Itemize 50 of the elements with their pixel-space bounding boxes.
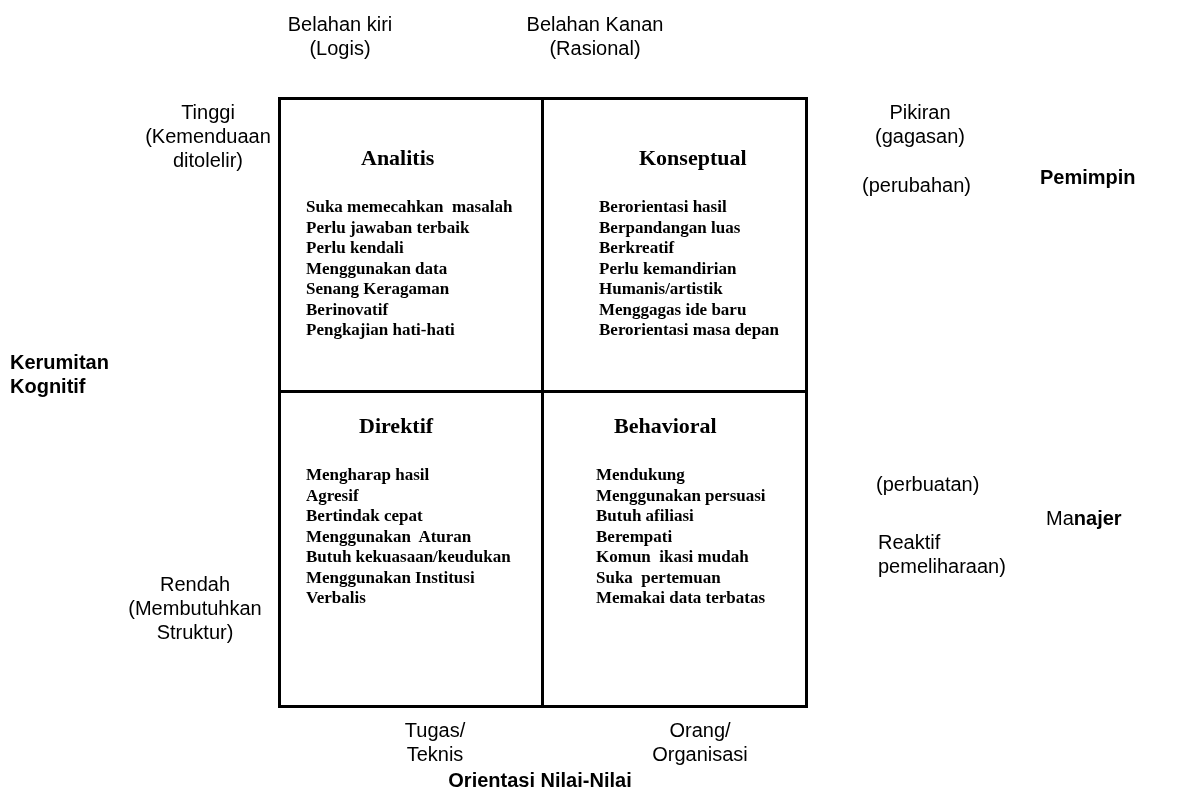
trait-text: Berkreatif (599, 238, 675, 258)
trait-text: Komun ikasi mudah (596, 547, 749, 567)
trait-text: Mengharap hasil (306, 465, 430, 485)
trait-text: Butuh afiliasi (596, 506, 694, 526)
quadrant-title: Direktif (359, 413, 434, 439)
axis-label: Belahan Kanan (Rasional) (525, 12, 665, 60)
trait-text: Berpandangan luas (599, 217, 741, 238)
trait-text: Menggunakan Institusi (306, 567, 475, 588)
trait-text: Berinovatif (306, 299, 389, 320)
quadrant-box (278, 97, 544, 393)
axis-label: Manajer (1046, 506, 1123, 530)
trait-text: Berorientasi hasil (599, 197, 727, 217)
quadrant-title: Behavioral (614, 413, 717, 439)
quadrant-title: Konseptual (639, 145, 747, 171)
trait-text: Menggagas ide baru (599, 299, 747, 320)
trait-text: Verbalis (306, 588, 366, 608)
trait-text: Suka memecahkan masalah (306, 197, 513, 217)
axis-label: (perubahan) (862, 173, 972, 197)
axis-label: Orientasi Nilai-Nilai (447, 768, 633, 792)
trait-text: Berorientasi masa depan (599, 320, 780, 340)
trait-text: Senang Keragaman (306, 279, 450, 299)
axis-label: (perbuatan) (876, 472, 981, 496)
trait-text: Pengkajian hati-hati (306, 320, 455, 340)
trait-text: Suka pertemuan (596, 567, 721, 588)
quadrant-box (541, 97, 808, 393)
axis-label: Orang/ Organisasi (651, 718, 749, 766)
axis-label: Belahan kiri (Logis) (286, 12, 394, 60)
trait-text: Perlu kemandirian (599, 258, 737, 279)
trait-text: Humanis/artistik (599, 279, 723, 299)
trait-text: Berempati (596, 526, 673, 547)
trait-text: Butuh kekuasaan/keudukan (306, 547, 511, 567)
trait-text: Memakai data terbatas (596, 588, 766, 608)
trait-text: Mendukung (596, 465, 685, 485)
trait-text: Menggunakan Aturan (306, 526, 472, 547)
axis-label: Tinggi (Kemenduaan ditolelir) (144, 100, 272, 172)
quadrant-box (278, 390, 544, 708)
axis-label: Pikiran (gagasan) (873, 100, 967, 148)
trait-text: Perlu jawaban terbaik (306, 217, 470, 238)
axis-label: Reaktif pemeliharaan) (878, 530, 1007, 578)
trait-text: Agresif (306, 485, 359, 506)
trait-text: Bertindak cepat (306, 506, 423, 526)
quadrant-title: Analitis (361, 145, 435, 171)
axis-label: Rendah (Membutuhkan Struktur) (127, 572, 263, 644)
quadrant-box (541, 390, 808, 708)
axis-label: Tugas/ Teknis (403, 718, 467, 766)
trait-text: Perlu kendali (306, 238, 404, 258)
axis-label: Kerumitan Kognitif (10, 350, 110, 398)
trait-text: Menggunakan persuasi (596, 485, 766, 506)
trait-text: Menggunakan data (306, 258, 448, 279)
axis-label: Pemimpin (1040, 165, 1137, 189)
